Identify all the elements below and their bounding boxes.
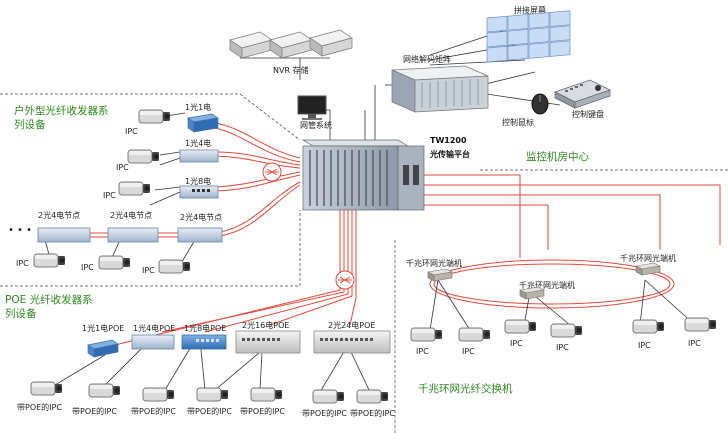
ipc-label: IPC xyxy=(116,163,129,172)
node-2g4e-label: 2光4电节点 xyxy=(38,210,80,220)
platform-name-label: 光传输平台 xyxy=(429,149,470,159)
fiber-coupler-main xyxy=(262,162,282,182)
ipc-label: IPC xyxy=(638,341,651,350)
ipc-camera-icon xyxy=(550,323,583,338)
ipc-camera-icon xyxy=(33,253,66,268)
control-keyboard-label: 控制键盘 xyxy=(572,109,604,119)
ring-switch-device xyxy=(427,268,453,282)
ipc-label: IPC xyxy=(16,259,29,268)
device-1g8e-label: 1光8电 xyxy=(185,176,211,186)
ipc-camera-icon xyxy=(127,149,160,164)
ipc-camera-icon xyxy=(410,327,443,342)
poe-1g1e-label: 1光1电POE xyxy=(82,323,124,333)
device-1g4e xyxy=(179,149,219,163)
node-2g4e-label: 2光4电节点 xyxy=(110,210,152,220)
ipc-label: IPC xyxy=(462,347,475,356)
video-wall xyxy=(486,10,571,63)
poe-2g16e-label: 2光16电POE xyxy=(242,320,289,330)
ipc-label: IPC xyxy=(125,127,138,136)
poe-ipc-label: 带POE的IPC xyxy=(187,406,232,416)
ring-section-title: 千兆环网光纤交换机 xyxy=(418,382,513,395)
ring-switch-device xyxy=(519,286,545,300)
nms-label: 网管系统 xyxy=(300,120,332,130)
ipc-label: IPC xyxy=(510,339,523,348)
node-2g4e-device xyxy=(107,227,159,243)
ipc-camera-icon xyxy=(504,319,537,334)
fiber-links xyxy=(90,122,721,346)
control-mouse xyxy=(531,93,549,115)
ipc-camera-icon xyxy=(684,317,717,332)
poe-section-title-line1: POE 光纤收发器系 xyxy=(5,293,93,306)
ring-switch-label: 千兆环网光端机 xyxy=(406,258,462,268)
node-2g4e-label: 2光4电节点 xyxy=(180,212,222,222)
poe-1g8e-label: 1光8电POE xyxy=(184,323,226,333)
control-room-label: 监控机房中心 xyxy=(526,150,589,163)
poe-ipc-camera-icon xyxy=(142,387,175,402)
poe-1g1e-device xyxy=(87,339,119,358)
nvr-label: NVR 存储 xyxy=(273,65,309,75)
node-2g4e-device xyxy=(37,227,91,243)
poe-2g16e-switch xyxy=(235,330,301,354)
poe-ipc-label: 带POE的IPC xyxy=(302,408,347,418)
poe-1g4e-device xyxy=(131,334,175,350)
poe-ipc-label: 带POE的IPC xyxy=(17,402,62,412)
poe-ipc-label: 带POE的IPC xyxy=(240,406,285,416)
poe-ipc-camera-icon xyxy=(312,389,345,404)
outdoor-section-title-line2: 列设备 xyxy=(14,118,46,131)
ipc-label: IPC xyxy=(416,347,429,356)
poe-ipc-label: 带POE的IPC xyxy=(131,406,176,416)
ipc-label: IPC xyxy=(103,191,116,200)
outdoor-section-title-line1: 户外型光纤收发器系 xyxy=(14,104,109,117)
ipc-camera-icon xyxy=(632,319,665,334)
poe-ipc-label: 带POE的IPC xyxy=(72,406,117,416)
control-mouse-label: 控制鼠标 xyxy=(502,117,534,127)
ipc-camera-icon xyxy=(458,327,491,342)
section-dividers xyxy=(0,93,728,433)
ipc-label: IPC xyxy=(556,343,569,352)
ipc-label: IPC xyxy=(81,263,94,272)
ring-switch-label: 千兆环网光端机 xyxy=(620,253,676,263)
platform-model-label: TW1200 xyxy=(430,136,467,145)
control-keyboard xyxy=(554,79,611,109)
node-2g4e-device xyxy=(177,227,223,243)
poe-2g24e-label: 2光24电POE xyxy=(328,320,375,330)
ring-switch-device xyxy=(635,262,661,276)
decoder-matrix xyxy=(391,65,489,113)
poe-2g24e-switch xyxy=(313,330,391,354)
optical-transmission-rack xyxy=(301,139,425,211)
poe-section-title-line2: 列设备 xyxy=(5,307,37,320)
poe-ipc-camera-icon xyxy=(250,387,283,402)
device-1g4e-label: 1光4电 xyxy=(185,138,211,148)
ipc-camera-icon xyxy=(138,109,171,124)
poe-ipc-camera-icon xyxy=(196,387,229,402)
ipc-camera-icon xyxy=(158,259,191,274)
fiber-coupler-poe xyxy=(335,270,355,290)
ipc-label: IPC xyxy=(142,266,155,275)
device-1g1e xyxy=(187,113,219,133)
nvr-storage-servers xyxy=(229,29,353,59)
ipc-label: IPC xyxy=(688,339,701,348)
device-1g8e xyxy=(179,185,219,199)
ipc-camera-icon xyxy=(118,181,151,196)
poe-1g8e-device xyxy=(181,334,227,350)
nms-monitor xyxy=(297,95,327,120)
poe-1g4e-label: 1光4电POE xyxy=(133,323,175,333)
poe-ipc-label: 带POE的IPC xyxy=(350,408,395,418)
poe-ipc-camera-icon xyxy=(356,389,389,404)
decoder-matrix-label: 网络解码矩阵 xyxy=(403,54,451,64)
more-nodes-ellipsis: • • • xyxy=(8,225,32,236)
ipc-camera-icon xyxy=(98,255,131,270)
video-wall-label: 拼接屏幕 xyxy=(514,5,546,15)
poe-ipc-camera-icon xyxy=(88,383,121,398)
device-1g1e-label: 1光1电 xyxy=(185,102,211,112)
ring-switch-label: 千兆环网光端机 xyxy=(519,280,575,290)
